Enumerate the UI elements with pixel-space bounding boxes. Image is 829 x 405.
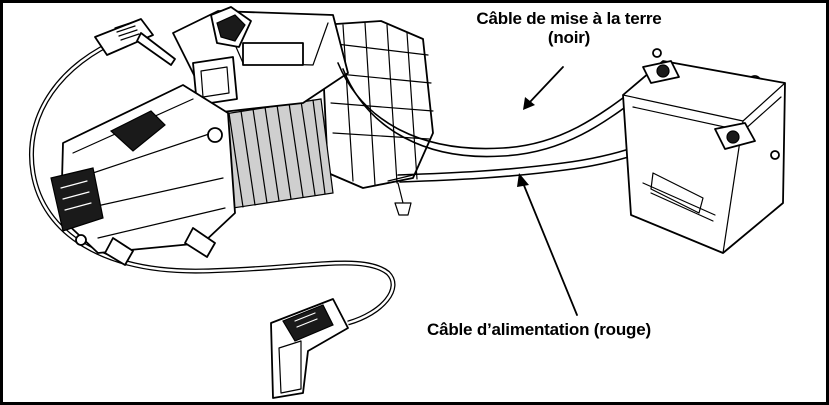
winch-icon [50,6,434,266]
remote-control-icon [270,298,349,399]
leader-arrows [517,66,578,316]
diagram-artwork [29,6,786,399]
ground-cable-label-line2: (noir) [547,28,591,47]
remote-cable [29,36,396,326]
battery-icon [622,48,786,254]
ground-cable-label: Câble de mise à la terre (noir) [449,9,689,47]
remote-plug-icon [94,18,176,66]
power-cable-label: Câble d’alimentation (rouge) [427,320,651,339]
ground-cable-label-line1: Câble de mise à la terre [476,9,662,28]
